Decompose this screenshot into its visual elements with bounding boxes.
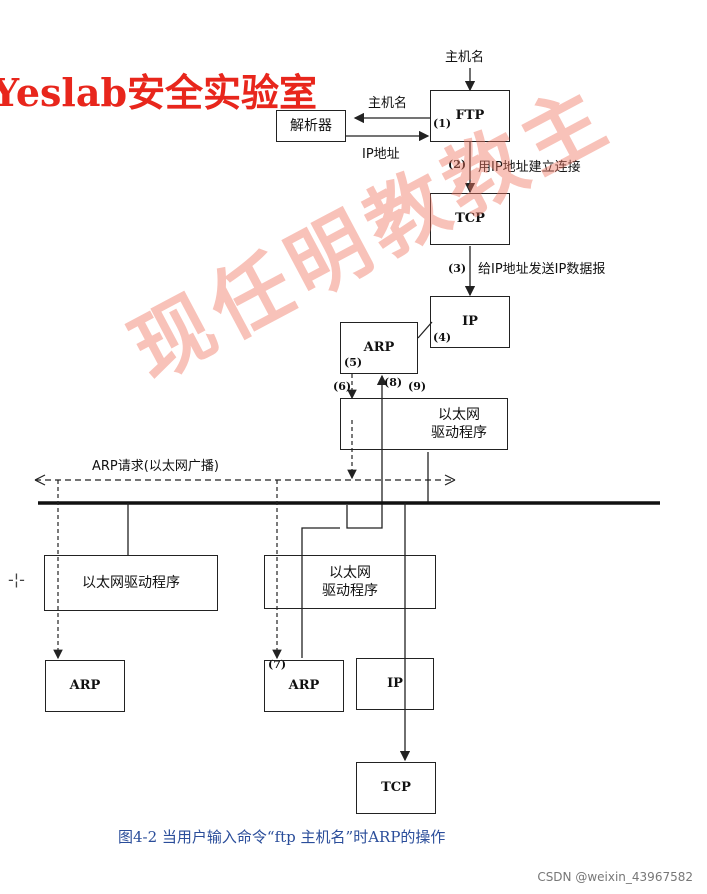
arrow-reply-to-arp (346, 374, 388, 529)
ip-box-bottom: IP (356, 658, 434, 710)
figure-caption: 图4-2 当用户输入命令“ftp 主机名”时ARP的操作 (118, 828, 446, 846)
label-arp-request: ARP请求(以太网广播) (92, 459, 219, 474)
ftp-box: FTP (430, 90, 510, 142)
step-3: (3) (448, 262, 467, 275)
step-9: (9) (408, 380, 427, 393)
eth-driver-right-box: 以太网 驱动程序 (264, 555, 436, 609)
arp-box-top: ARP (340, 322, 418, 374)
arp-box-right: ARP (264, 660, 344, 712)
arp-box-left: ARP (45, 660, 125, 712)
arrow-right-arp-reply (301, 527, 340, 658)
step-2: (2) (448, 158, 467, 171)
eth-driver-left-box: 以太网驱动程序 (44, 555, 218, 611)
ip-box-top: IP (430, 296, 510, 348)
tcp-box-bottom: TCP (356, 762, 436, 814)
crosshair-cursor-icon: -¦- (8, 570, 25, 589)
resolver-box: 解析器 (276, 110, 346, 142)
label-hostname-query: 主机名 (368, 96, 408, 111)
arrow-ip-to-arp (417, 321, 433, 339)
label-step3: 给IP地址发送IP数据报 (478, 262, 606, 277)
label-ip-address: IP地址 (362, 147, 400, 162)
step-4: (4) (433, 331, 452, 344)
step-8: (8) (384, 376, 403, 389)
step-1: (1) (433, 117, 452, 130)
step-7: (7) (268, 658, 287, 671)
step-6: (6) (333, 380, 352, 393)
label-step2: 用IP地址建立连接 (478, 160, 581, 175)
tcp-box-top: TCP (430, 193, 510, 245)
watermark-yeslab: Yeslab安全实验室 (0, 70, 318, 115)
csdn-credit: CSDN @weixin_43967582 (537, 870, 693, 884)
step-5: (5) (344, 356, 363, 369)
eth-driver-top-box: 以太网 驱动程序 (340, 398, 508, 450)
label-hostname-input: 主机名 (445, 50, 485, 65)
